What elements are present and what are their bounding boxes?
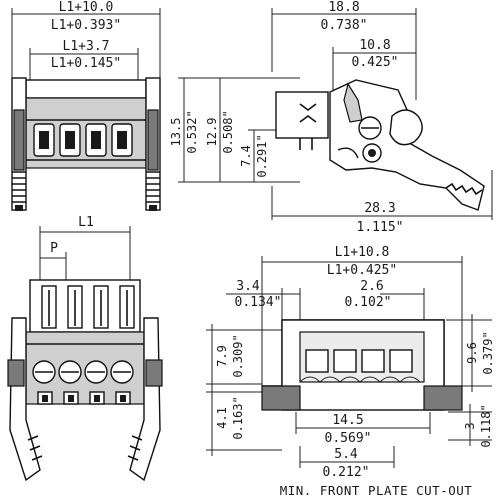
cutout-height-right: 9.6: [465, 342, 479, 364]
side-body: [275, 79, 485, 211]
front-bottom-l1: L1: [78, 215, 94, 230]
cutout-mid-inch: 0.102": [345, 295, 392, 310]
cutout-shape: [261, 319, 463, 411]
cutout-height-foot: 3: [463, 422, 477, 429]
cutout-height-left: 7.9: [215, 345, 229, 367]
cutout-inner-inch: 0.569": [325, 431, 372, 446]
cutout-total-width: L1+10.8: [335, 245, 390, 260]
front-bottom-sockets: [37, 391, 131, 405]
side-length-inch: 1.115": [357, 220, 404, 235]
side-view: 18.8 0.738" 10.8 0.425" 13.5 0.532" 12.9…: [169, 0, 493, 235]
side-height-small-inch: 0.291": [255, 134, 269, 177]
side-height-small: 7.4: [239, 145, 253, 167]
front-top-total-width: L1+10.0: [59, 0, 114, 15]
cutout-inner: 14.5: [332, 413, 363, 428]
side-width-inch: 0.738": [321, 18, 368, 33]
side-height-mid: 12.9: [205, 118, 219, 147]
cutout-left: 3.4: [236, 279, 260, 294]
front-bottom-screws: [32, 360, 134, 384]
front-top-body: [11, 77, 161, 211]
side-dimensions: 18.8 0.738" 10.8 0.425" 13.5 0.532" 12.9…: [169, 0, 493, 235]
front-bottom-dimensions: L1 P: [39, 215, 131, 286]
cutout-caption: MIN. FRONT PLATE CUT-OUT: [280, 483, 473, 498]
cutout-total-width-inch: L1+0.425": [327, 263, 397, 278]
side-height-total-inch: 0.532": [185, 110, 199, 153]
cutout-height-foot-inch: 0.118": [479, 404, 493, 447]
cutout-height-left-inch: 0.309": [231, 334, 245, 377]
cutout-height-right-inch: 0.379": [481, 331, 495, 374]
side-width: 18.8: [328, 0, 359, 15]
front-top-terminals: [33, 123, 133, 157]
front-view-top: L1+10.0 L1+0.393" L1+3.7 L1+0.145": [11, 0, 161, 211]
side-height-total: 13.5: [169, 118, 183, 147]
front-top-dimensions: L1+10.0 L1+0.393" L1+3.7 L1+0.145": [11, 0, 161, 95]
side-length: 28.3: [364, 201, 395, 216]
side-height-mid-inch: 0.508": [221, 110, 235, 153]
cutout-view: L1+10.8 L1+0.425" 3.4 0.134" 2.6 0.102" …: [206, 245, 495, 498]
cutout-left-inch: 0.134": [235, 295, 282, 310]
front-bottom-pins: [41, 285, 135, 329]
side-offset-inch: 0.425": [352, 55, 399, 70]
cutout-mid: 2.6: [360, 279, 383, 294]
cutout-height-low: 4.1: [215, 407, 229, 429]
front-bottom-pitch: P: [50, 241, 58, 256]
side-offset: 10.8: [359, 38, 390, 53]
front-top-pitch-width: L1+3.7: [63, 39, 110, 54]
front-view-bottom: L1 P: [7, 215, 163, 482]
front-bottom-body: [7, 279, 163, 482]
front-top-total-width-inch: L1+0.393": [51, 18, 121, 33]
cutout-height-low-inch: 0.163": [231, 396, 245, 439]
cutout-dimensions: L1+10.8 L1+0.425" 3.4 0.134" 2.6 0.102" …: [206, 245, 495, 480]
cutout-foot-inch: 0.212": [323, 465, 370, 480]
cutout-foot: 5.4: [334, 447, 358, 462]
front-top-pitch-width-inch: L1+0.145": [51, 56, 121, 71]
